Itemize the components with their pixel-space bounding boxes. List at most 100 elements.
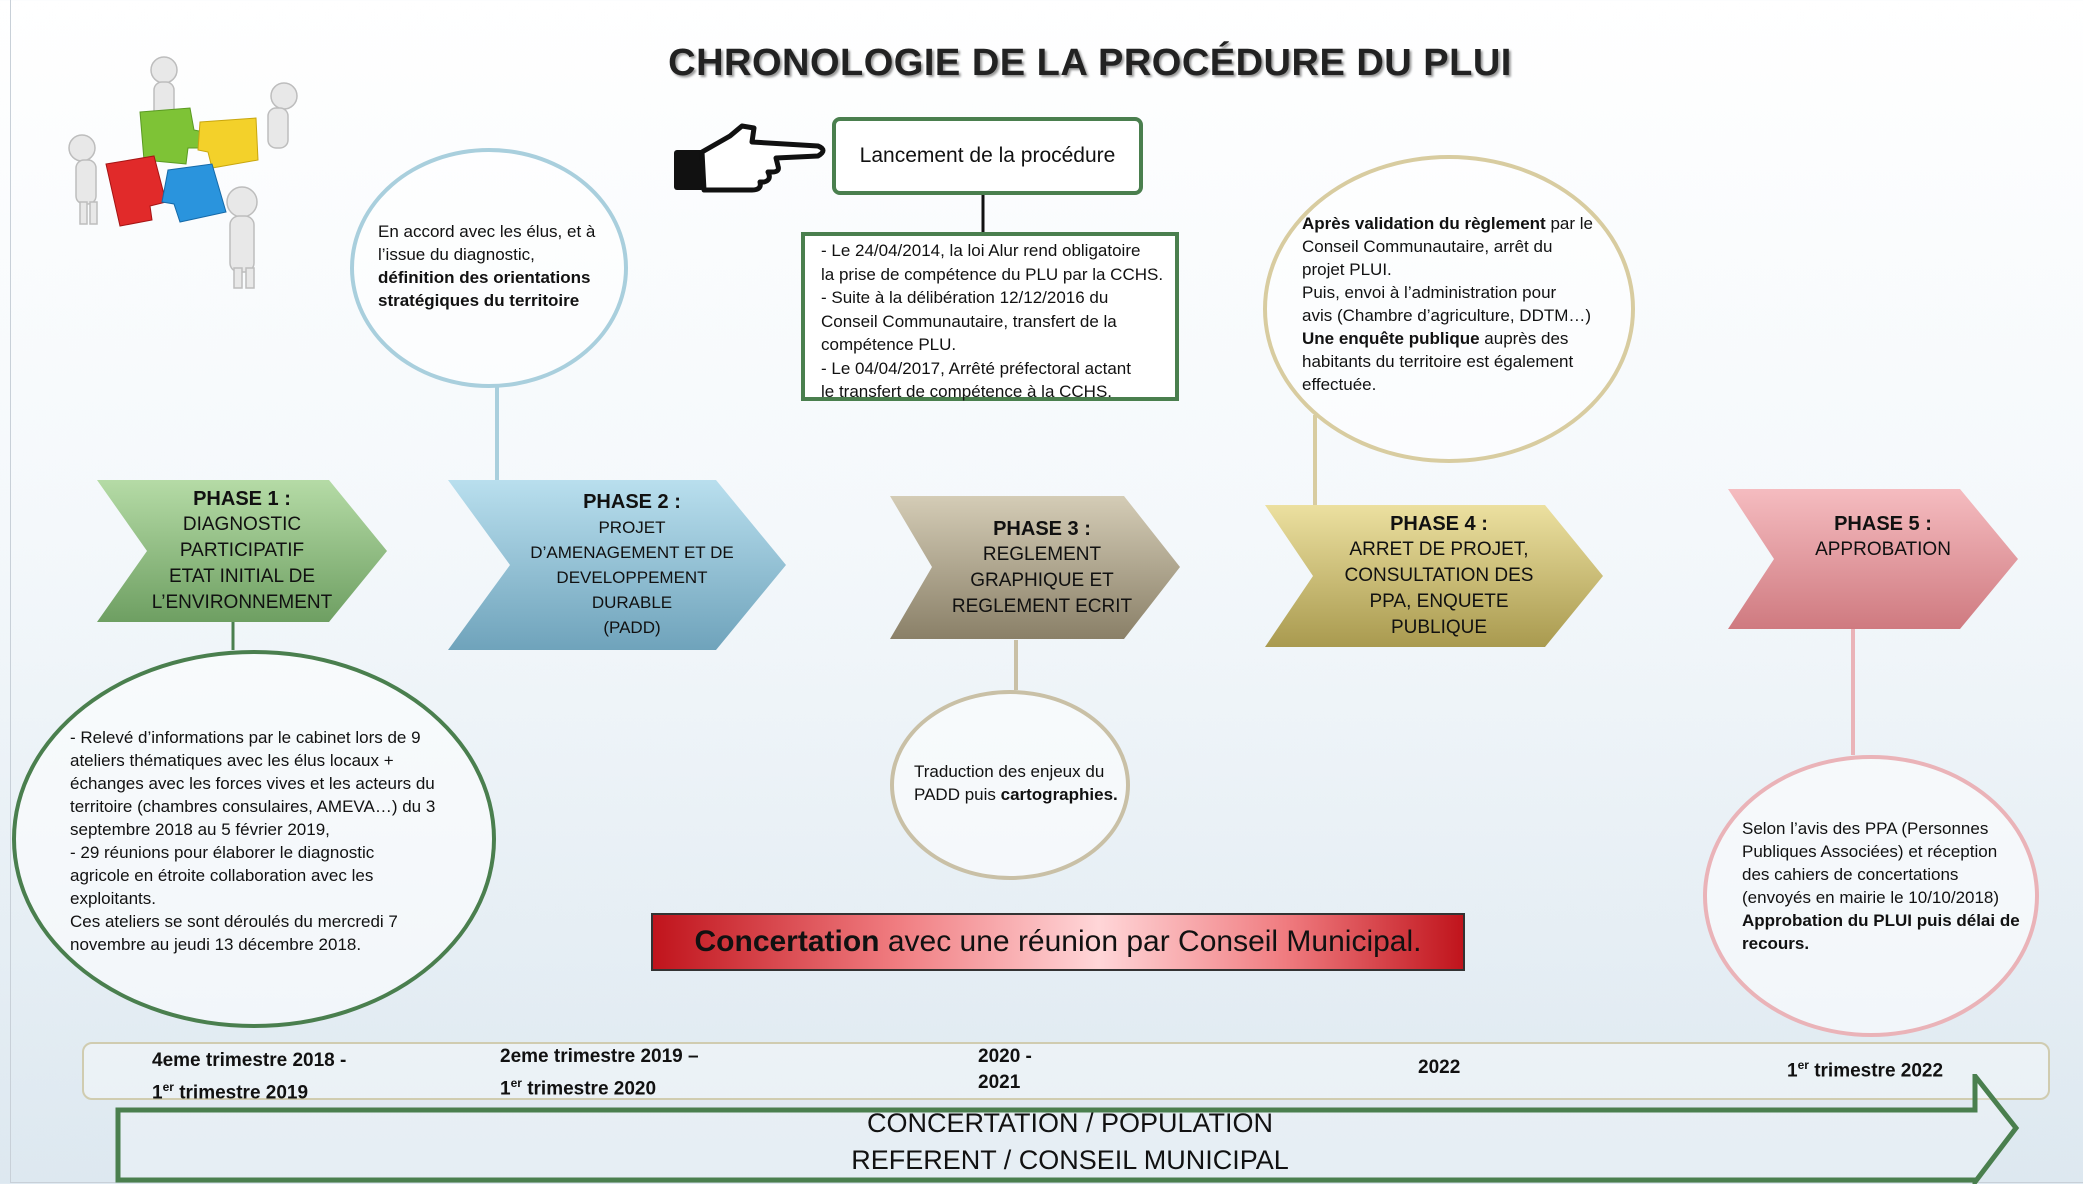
- phase3-note-circle: [890, 690, 1130, 880]
- phase2-note-line: l’issue du diagnostic,: [378, 245, 535, 264]
- timeline-period-1: 4eme trimestre 2018 - 1er trimestre 2019: [152, 1048, 346, 1106]
- phase2-line: PROJET: [598, 518, 666, 537]
- phase4-line: CONSULTATION DES: [1344, 565, 1534, 586]
- phase4-note-bold: Après validation du règlement: [1302, 214, 1546, 233]
- launch-detail-line: le transfert de compétence à la CCHS.: [821, 382, 1113, 401]
- concertation-bold: Concertation: [694, 925, 880, 958]
- launch-detail-line: - Le 24/04/2014, la loi Alur rend obliga…: [821, 241, 1141, 260]
- launch-detail-line: - Suite à la délibération 12/12/2016 du: [821, 288, 1109, 307]
- timeline-text: 1: [1787, 1060, 1798, 1082]
- phase2-line: D’AMENAGEMENT ET DE: [530, 543, 734, 562]
- page-title: CHRONOLOGIE DE LA PROCÉDURE DU PLUI: [668, 42, 1512, 84]
- phase1-note-line: exploitants.: [70, 889, 156, 908]
- phase3-note-bold: cartographies.: [1000, 785, 1118, 804]
- timeline-text: trimestre 2020: [521, 1078, 657, 1100]
- phase1-note-line: - Relevé d’informations par le cabinet l…: [70, 728, 421, 747]
- phase2-line: (PADD): [603, 618, 661, 637]
- phase3-note-line: Traduction des enjeux du: [914, 762, 1105, 781]
- launch-label: Lancement de la procédure: [859, 144, 1116, 167]
- timeline-period-4: 2022: [1418, 1055, 1460, 1081]
- phase5-note-bold: recours.: [1742, 934, 1810, 953]
- timeline-text: 2020 -: [978, 1046, 1032, 1067]
- phase2-title: PHASE 2 :: [583, 491, 681, 513]
- phase1-chevron: PHASE 1 : DIAGNOSTIC PARTICIPATIF ETAT I…: [97, 480, 387, 622]
- phase1-line: PARTICIPATIF: [179, 540, 305, 561]
- phase1-note-line: septembre 2018 au 5 février 2019,: [70, 820, 330, 839]
- timeline-text: er: [510, 1076, 522, 1090]
- timeline-text: 1: [152, 1082, 163, 1104]
- phase1-note-line: Ces ateliers se sont déroulés du mercred…: [70, 912, 398, 931]
- phase4-note-line: habitants du territoire est également: [1302, 352, 1574, 371]
- phase5-note-text: Selon l’avis des PPA (Personnes Publique…: [1742, 817, 2032, 955]
- phase3-title: PHASE 3 :: [993, 517, 1091, 540]
- phase1-note-line: territoire (chambres consulaires, AMEVA……: [70, 797, 436, 816]
- phase1-line: ETAT INITIAL DE: [168, 566, 316, 587]
- phase5-note-line: (envoyés en mairie le 10/10/2018): [1742, 888, 2000, 907]
- phase5-note-circle: [1703, 755, 2039, 1037]
- puzzle-people-icon: [68, 56, 298, 289]
- phase1-note-line: - 29 réunions pour élaborer le diagnosti…: [70, 843, 375, 862]
- timeline-text: er: [1797, 1058, 1809, 1072]
- concertation-arrow: [115, 1074, 2020, 1184]
- pointing-hand-icon: [674, 123, 826, 193]
- launch-detail-line: - Le 04/04/2017, Arrêté préfectoral acta…: [821, 358, 1131, 378]
- timeline-text: 2eme trimestre 2019 –: [500, 1046, 699, 1067]
- phase4-title: PHASE 4 :: [1390, 513, 1488, 535]
- phase1-note-circle: [12, 650, 496, 1028]
- phase1-note-line: ateliers thématiques avec les élus locau…: [70, 751, 394, 770]
- phase4-note-circle: [1263, 155, 1635, 463]
- phase4-note-text: Après validation du règlement par le Con…: [1302, 212, 1622, 396]
- phase1-line: DIAGNOSTIC: [182, 514, 302, 535]
- phase4-note-line: Conseil Communautaire, arrêt du: [1302, 237, 1553, 256]
- phase1-note-line: échanges avec les forces vives et les ac…: [70, 774, 435, 793]
- phase1-note-line: agricole en étroite collaboration avec l…: [70, 866, 374, 885]
- phase3-line: REGLEMENT: [982, 543, 1102, 565]
- phase4-line: ARRET DE PROJET,: [1349, 539, 1529, 560]
- launch-detail-line: compétence PLU.: [821, 335, 957, 354]
- phase1-line: L’ENVIRONNEMENT: [151, 592, 333, 613]
- timeline-bar: [82, 1042, 2050, 1100]
- phase4-line: PPA, ENQUETE: [1369, 591, 1509, 612]
- phase4-line: PUBLIQUE: [1390, 617, 1488, 638]
- timeline-text: 2022: [1418, 1057, 1461, 1078]
- phase1-note-line: novembre au jeudi 13 décembre 2018.: [70, 935, 362, 954]
- phase3-note-line: PADD puis: [914, 785, 1001, 804]
- timeline-text: er: [162, 1080, 174, 1094]
- phase2-note-bold: définition des orientations: [378, 268, 591, 287]
- phase2-note-circle: [350, 148, 628, 388]
- phase5-title: PHASE 5 :: [1834, 513, 1932, 535]
- arrow-label-1: CONCERTATION / POPULATION: [866, 1108, 1274, 1138]
- phase4-note-bold: Une enquête publique: [1302, 329, 1480, 348]
- phase1-title: PHASE 1 :: [193, 488, 291, 510]
- arrow-label-2: REFERENT / CONSEIL MUNICIPAL: [851, 1145, 1289, 1175]
- concertation-text: avec une réunion par Conseil Municipal.: [879, 925, 1422, 958]
- phase4-note-line: par le: [1545, 214, 1593, 233]
- phase2-note-line: En accord avec les élus, et à: [378, 222, 596, 241]
- phase4-note-line: auprès des: [1479, 329, 1569, 348]
- phase4-note-line: avis (Chambre d’agriculture, DDTM…): [1302, 306, 1592, 325]
- phase3-chevron: PHASE 3 : REGLEMENT GRAPHIQUE ET REGLEME…: [890, 496, 1180, 639]
- phase3-note-text: Traduction des enjeux du PADD puis carto…: [914, 760, 1134, 806]
- timeline-text: 1: [500, 1078, 511, 1100]
- phase5-chevron: PHASE 5 : APPROBATION: [1728, 489, 2018, 629]
- phase2-line: DURABLE: [591, 593, 673, 612]
- phase5-line: APPROBATION: [1815, 539, 1951, 560]
- phase4-note-line: Puis, envoi à l’administration pour: [1302, 283, 1557, 302]
- phase5-note-line: des cahiers de concertations: [1742, 865, 1959, 884]
- phase2-note-text: En accord avec les élus, et à l’issue du…: [378, 220, 618, 312]
- launch-box: Lancement de la procédure: [832, 117, 1143, 195]
- timeline-text: trimestre 2022: [1808, 1060, 1944, 1082]
- timeline-text: 2021: [978, 1072, 1021, 1093]
- launch-details-box: - Le 24/04/2014, la loi Alur rend obliga…: [801, 232, 1179, 401]
- phase3-line: REGLEMENT ECRIT: [951, 595, 1133, 617]
- concertation-banner: Concertation avec une réunion par Consei…: [651, 913, 1465, 971]
- timeline-text: 4eme trimestre 2018 -: [152, 1050, 347, 1071]
- launch-detail-line: la prise de compétence du PLU par la CCH…: [821, 264, 1164, 284]
- phase5-note-bold: Approbation du PLUI puis délai de: [1742, 911, 2020, 930]
- timeline-period-5: 1er trimestre 2022: [1787, 1052, 1943, 1084]
- phase3-line: GRAPHIQUE ET: [970, 569, 1114, 591]
- launch-detail-line: Conseil Communautaire, transfert de la: [821, 311, 1117, 331]
- phase2-chevron: PHASE 2 : PROJET D’AMENAGEMENT ET DE DEV…: [448, 480, 786, 650]
- phase4-chevron: PHASE 4 : ARRET DE PROJET, CONSULTATION …: [1265, 505, 1603, 647]
